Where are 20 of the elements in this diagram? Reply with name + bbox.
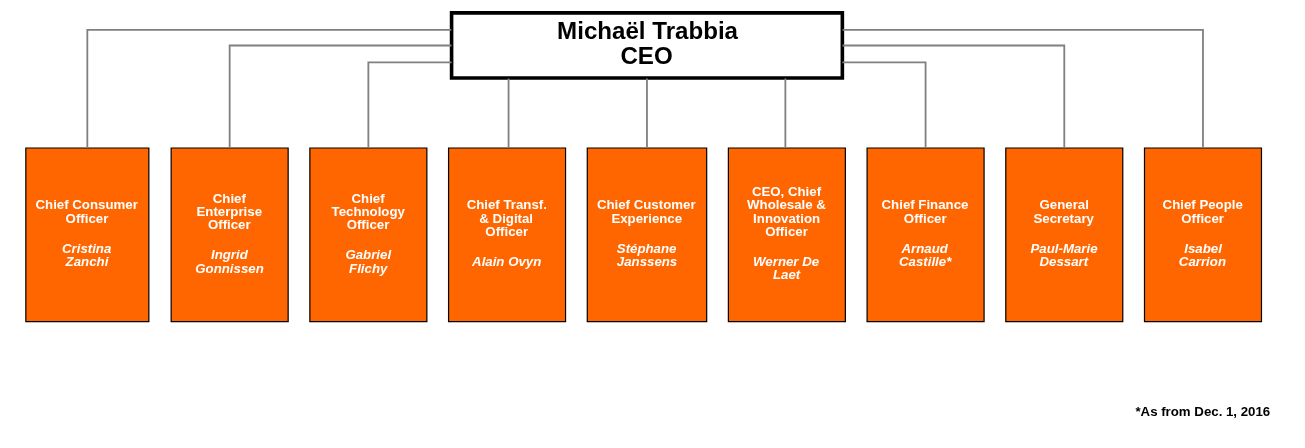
node-box: Chief People Officer Isabel Carrion (1143, 147, 1262, 323)
node-box: Chief Enterprise Officer Ingrid Gonnissen (170, 147, 289, 323)
node-box: Chief Technology Officer Gabriel Flichy (308, 147, 427, 323)
connector (841, 28, 1204, 149)
node-box: Michaël Trabbia CEO (449, 11, 844, 80)
node-box: Chief Finance Officer Arnaud Castille* (865, 147, 985, 323)
node-box: General Secretary Paul-Marie Dessart (1004, 147, 1123, 323)
node-box: Chief Transf. & Digital Officer Alain Ovyn (447, 147, 566, 323)
node-box: Chief Customer Experience Stéphane Janssens (586, 147, 707, 323)
connector (783, 77, 786, 149)
label: *As from Dec. 1, 2016 (1134, 403, 1270, 419)
connector (645, 77, 648, 149)
node-box: Chief Consumer Officer Cristina Zanchi (24, 147, 149, 323)
node-box: CEO, Chief Wholesale & Innovation Officer Werner De Laet (727, 147, 846, 323)
connector (85, 28, 452, 149)
connector (841, 44, 1065, 149)
connector (840, 61, 926, 149)
connector (366, 61, 452, 149)
connector (507, 77, 509, 149)
connector (228, 44, 452, 149)
